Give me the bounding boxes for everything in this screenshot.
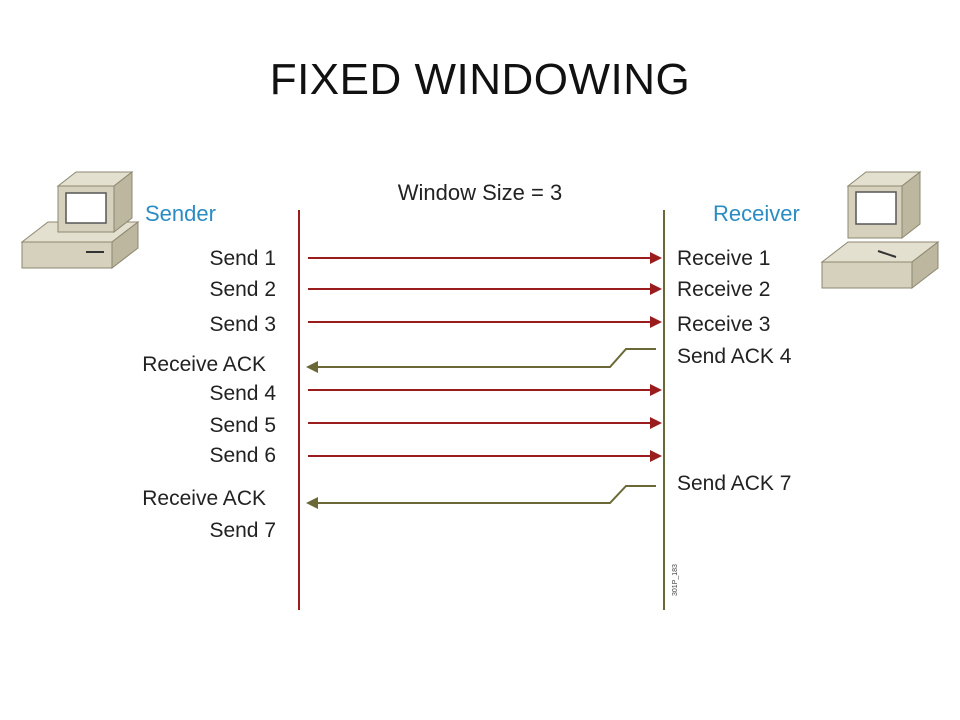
receiver-step-label: Receive 2 bbox=[677, 278, 771, 301]
sender-step-label: Send 5 bbox=[209, 414, 276, 437]
ack-arrow-4 bbox=[306, 348, 656, 373]
sender-step-label: Send 1 bbox=[209, 247, 276, 270]
page-title: FIXED WINDOWING bbox=[269, 55, 691, 104]
receiver-computer-icon bbox=[820, 170, 940, 290]
sender-step-label: Send 2 bbox=[209, 278, 276, 301]
sender-step-label: Send 7 bbox=[209, 519, 276, 542]
sender-step-label: Receive ACK bbox=[142, 353, 266, 376]
receiver-step-label: Receive 3 bbox=[677, 313, 771, 336]
receiver-label: Receiver bbox=[713, 201, 800, 226]
send-arrow-4 bbox=[308, 384, 662, 396]
sender-label: Sender bbox=[145, 201, 216, 226]
sender-computer-icon bbox=[20, 170, 140, 270]
figure-code: 301P_183 bbox=[672, 564, 679, 596]
sender-step-label: Receive ACK bbox=[142, 487, 266, 510]
receiver-step-label: Send ACK 4 bbox=[677, 345, 792, 368]
ack-arrow-7 bbox=[306, 485, 656, 509]
send-arrow-1 bbox=[308, 252, 662, 264]
send-arrow-5 bbox=[308, 417, 662, 429]
sender-step-label: Send 4 bbox=[209, 382, 276, 405]
receiver-step-label: Receive 1 bbox=[677, 247, 771, 270]
send-arrow-3 bbox=[308, 316, 662, 328]
send-arrow-6 bbox=[308, 450, 662, 462]
receiver-step-label: Send ACK 7 bbox=[677, 472, 792, 495]
sender-step-label: Send 6 bbox=[209, 444, 276, 467]
send-arrow-2 bbox=[308, 283, 662, 295]
window-size-label: Window Size = 3 bbox=[397, 180, 563, 205]
sender-step-label: Send 3 bbox=[209, 313, 276, 336]
